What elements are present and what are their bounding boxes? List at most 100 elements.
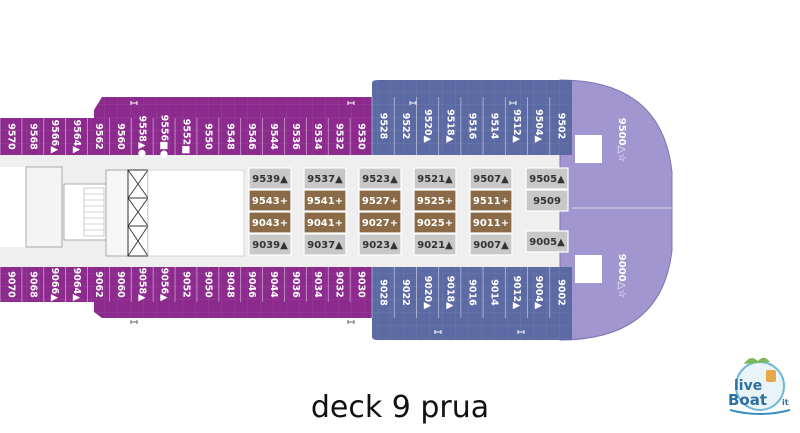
cabin-9066[interactable]: 9066▲ (43, 267, 60, 302)
cabin-number: 9562 (93, 123, 104, 149)
inner-cabin-9525[interactable]: 9525+ (413, 189, 457, 212)
cabin-9030[interactable]: 9030 (349, 267, 367, 302)
cabin-9018[interactable]: 9018▲ (438, 267, 456, 318)
cabin-number: 9068 (27, 271, 38, 298)
cabin-9056[interactable]: 9056▲ (152, 267, 170, 302)
cabin-9034[interactable]: 9034 (305, 267, 323, 302)
cabin-number: 9550 (202, 123, 213, 150)
inner-cabin-9037[interactable]: 9037▲ (303, 233, 347, 256)
inner-cabin-9521[interactable]: 9521▲ (413, 167, 457, 190)
cabin-9512[interactable]: 9512▲ (504, 97, 522, 155)
cabin-number: 9052 (181, 271, 192, 297)
cabin-number: 9502 (555, 113, 566, 139)
inner-cabin-9021[interactable]: 9021▲ (413, 233, 457, 256)
cabin-9012[interactable]: 9012▲ (504, 267, 522, 318)
cabin-number: 9548 (224, 123, 235, 150)
cabin-number: 9056▲ (159, 268, 170, 302)
cabin-9530[interactable]: 9530 (349, 118, 367, 155)
cabin-number: 9005▲ (529, 237, 565, 248)
cabin-9552[interactable]: 9552■ (174, 118, 192, 155)
inner-cabin-9027[interactable]: 9027+ (358, 211, 402, 234)
cabin-9068[interactable]: 9068 (21, 267, 38, 302)
logo-live: live (734, 378, 762, 394)
cabin-9022[interactable]: 9022 (393, 267, 411, 318)
cabin-9002[interactable]: 9002 (549, 267, 567, 318)
cabin-9502[interactable]: 9502 (549, 97, 567, 155)
cabin-9050[interactable]: 9050 (196, 267, 213, 302)
cabin-number: 9022 (400, 279, 411, 305)
cabin-9518[interactable]: 9518▲ (438, 97, 456, 155)
cabin-number: 9011+ (473, 218, 509, 229)
cabin-9044[interactable]: 9044 (262, 267, 279, 302)
cabin-9566[interactable]: 9566▲ (43, 118, 60, 155)
cabin-9064[interactable]: 9064▲ (65, 267, 82, 302)
cabin-number: 9021▲ (417, 240, 453, 251)
cabin-9060[interactable]: 9060 (109, 267, 126, 302)
cabin-9548[interactable]: 9548 (218, 118, 235, 155)
cabin-number: 9560 (115, 123, 126, 150)
cabin-9520[interactable]: 9520▲ (416, 97, 433, 155)
cabin-9532[interactable]: 9532 (327, 118, 345, 155)
cabin-9556[interactable]: 9556■● (152, 115, 170, 159)
cabin-9544[interactable]: 9544 (262, 118, 279, 155)
cabin-9504[interactable]: 9504▲ (527, 97, 545, 155)
cabin-9036[interactable]: 9036 (284, 267, 301, 302)
cabin-number: 9012▲ (511, 276, 522, 310)
inner-cabin-9527[interactable]: 9527+ (358, 189, 402, 212)
cabin-9070[interactable]: 9070 (0, 267, 16, 302)
cabin-9564[interactable]: 9564▲ (65, 118, 82, 155)
cabin-9562[interactable]: 9562 (87, 118, 104, 155)
cabin-9568[interactable]: 9568 (21, 118, 38, 155)
stairs (63, 169, 129, 257)
connecting-door-markers (130, 101, 525, 334)
cabin-9028[interactable]: 9028 (371, 267, 389, 318)
cabin-9570[interactable]: 9570 (0, 118, 16, 155)
cabin-9046[interactable]: 9046 (240, 267, 257, 302)
cabin-9558[interactable]: 9558▲● (130, 115, 148, 158)
bow-cabin-9000[interactable]: 9000△☆ (616, 254, 627, 299)
cabin-9062[interactable]: 9062 (87, 267, 104, 302)
cabin-9560[interactable]: 9560 (109, 118, 126, 155)
cabin-9004[interactable]: 9004▲ (527, 267, 545, 318)
inner-cabin-9007[interactable]: 9007▲ (469, 233, 513, 256)
cabin-9020[interactable]: 9020▲ (416, 267, 433, 318)
cabin-9550[interactable]: 9550 (196, 118, 213, 155)
cabin-9528[interactable]: 9528 (371, 97, 389, 155)
cabin-9546[interactable]: 9546 (240, 118, 257, 155)
inner-cabin-9005[interactable]: 9005▲ (525, 230, 569, 253)
inner-cabin-9507[interactable]: 9507▲ (469, 167, 513, 190)
inner-cabin-9537[interactable]: 9537▲ (303, 167, 347, 190)
inner-cabin-9043[interactable]: 9043+ (248, 211, 292, 234)
cabin-9052[interactable]: 9052 (174, 267, 192, 302)
cabin-9014[interactable]: 9014 (482, 267, 500, 318)
cabin-number: 9528 (378, 113, 389, 140)
cabin-number: 9564▲ (71, 120, 82, 154)
cabin-9536[interactable]: 9536 (284, 118, 301, 155)
bow-cabin-9500[interactable]: 9500△☆ (616, 118, 627, 163)
cabin-9016[interactable]: 9016 (460, 267, 478, 318)
inner-cabin-9541[interactable]: 9541+ (303, 189, 347, 212)
cabin-number: 9023▲ (362, 240, 398, 251)
inner-cabin-9523[interactable]: 9523▲ (358, 167, 402, 190)
cabin-9058[interactable]: 9058▲ (130, 267, 148, 302)
inner-cabin-9023[interactable]: 9023▲ (358, 233, 402, 256)
inner-cabin-9505[interactable]: 9505▲ (525, 167, 569, 190)
cabin-9522[interactable]: 9522 (393, 97, 411, 155)
inner-cabin-9509[interactable]: 9509 (525, 189, 569, 212)
cabin-number: 9527+ (362, 196, 398, 207)
cabin-number: 9062 (93, 271, 104, 297)
inner-cabin-9543[interactable]: 9543+ (248, 189, 292, 212)
cabin-9032[interactable]: 9032 (327, 267, 345, 302)
inner-cabin-9039[interactable]: 9039▲ (248, 233, 292, 256)
inner-cabin-9025[interactable]: 9025+ (413, 211, 457, 234)
cabin-9514[interactable]: 9514 (482, 97, 500, 155)
cabin-9048[interactable]: 9048 (218, 267, 235, 302)
cabin-9516[interactable]: 9516 (460, 97, 478, 155)
inner-cabin-9511[interactable]: 9511+ (469, 189, 513, 212)
cabin-9534[interactable]: 9534 (305, 118, 323, 155)
inner-cabin-9011[interactable]: 9011+ (469, 211, 513, 234)
inner-cabin-9041[interactable]: 9041+ (303, 211, 347, 234)
inner-cabin-9539[interactable]: 9539▲ (248, 167, 292, 190)
cabin-number: 9050 (202, 271, 213, 298)
cabin-number: 9505▲ (529, 174, 565, 185)
